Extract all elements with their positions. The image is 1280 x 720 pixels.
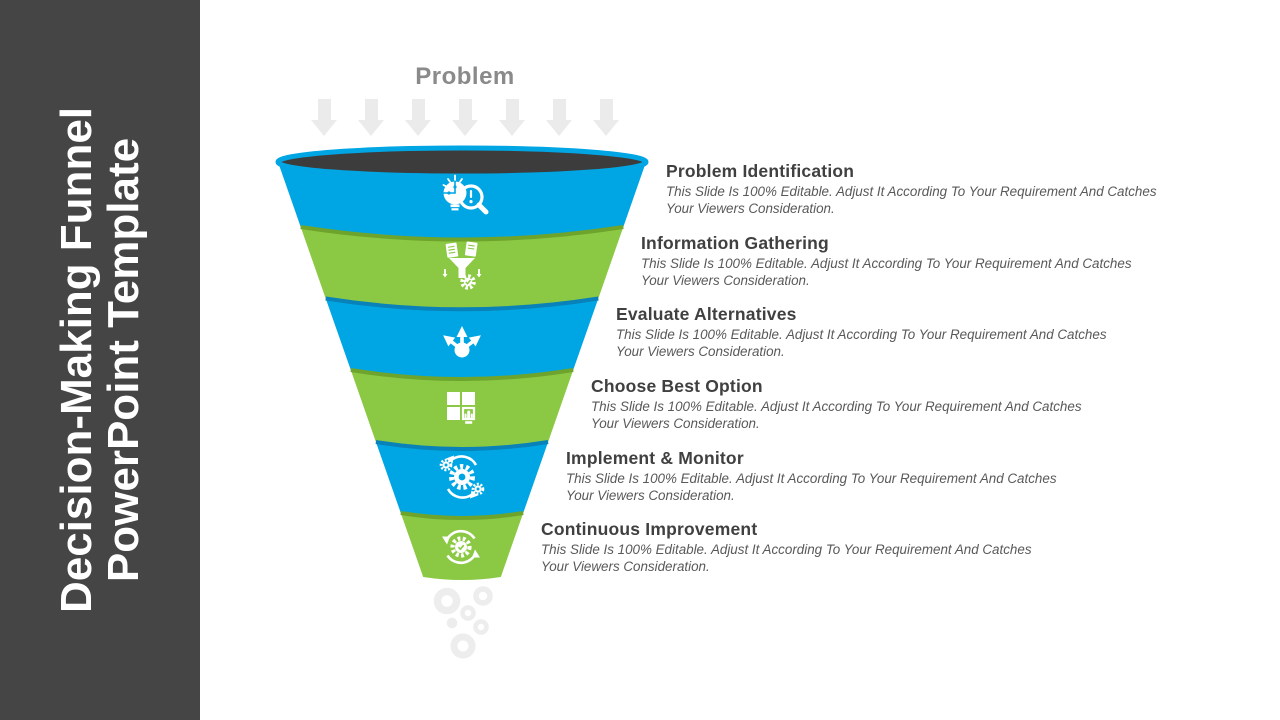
stage-text-4: Choose Best Option This Slide Is 100% Ed… [591, 376, 1106, 432]
segment-rim [375, 440, 549, 451]
bulb-magnifier-icon [442, 174, 489, 215]
stage-text-6: Continuous Improvement This Slide Is 100… [541, 519, 1056, 575]
stage-description: This Slide Is 100% Editable. Adjust It A… [591, 399, 1082, 431]
segment-rim [350, 368, 574, 381]
stage-text-1: Problem Identification This Slide Is 100… [666, 161, 1181, 217]
stage-title: Implement & Monitor [566, 448, 744, 468]
stage-title: Choose Best Option [591, 376, 763, 396]
funnel-mouth [275, 145, 649, 179]
branch-arrows-icon [443, 326, 481, 358]
funnel-input-label: Problem [415, 63, 515, 90]
grid-select-icon [447, 392, 476, 424]
segment-rim [400, 511, 524, 520]
funnel-drip-bubbles [433, 586, 493, 659]
data-funnel-gear-icon [442, 241, 482, 290]
stage-title: Problem Identification [666, 161, 855, 181]
down-arrow-icon [405, 99, 431, 136]
stage-title: Evaluate Alternatives [616, 304, 797, 324]
down-arrow-icon [311, 99, 337, 136]
stage-description: This Slide Is 100% Editable. Adjust It A… [616, 327, 1107, 359]
stage-description: This Slide Is 100% Editable. Adjust It A… [666, 184, 1157, 216]
stage-description: This Slide Is 100% Editable. Adjust It A… [566, 471, 1057, 503]
segment-rim [325, 296, 599, 312]
gear-cycle-icon [442, 529, 480, 565]
funnel-diagram [275, 145, 649, 659]
stage-text-2: Information Gathering This Slide Is 100%… [641, 233, 1156, 289]
stage-title: Continuous Improvement [541, 519, 758, 539]
down-arrow-icon [452, 99, 478, 136]
stage-text-5: Implement & Monitor This Slide Is 100% E… [566, 448, 1081, 504]
gears-sync-icon [439, 455, 485, 499]
down-arrow-icon [546, 99, 572, 136]
down-arrow-icon [499, 99, 525, 136]
segment-rim [300, 225, 624, 242]
stage-text-3: Evaluate Alternatives This Slide Is 100%… [616, 304, 1131, 360]
sidebar: Decision-Making Funnel PowerPoint Templa… [0, 0, 200, 720]
slide-title-line1: Decision-Making Funnel [51, 106, 101, 614]
input-arrows-row [240, 99, 690, 136]
slide-title-line2: PowerPoint Template [99, 137, 148, 583]
slide-title: Decision-Making Funnel PowerPoint Templa… [51, 30, 148, 690]
stage-title: Information Gathering [641, 233, 829, 253]
stage-description: This Slide Is 100% Editable. Adjust It A… [541, 542, 1032, 574]
down-arrow-icon [358, 99, 384, 136]
stage-description: This Slide Is 100% Editable. Adjust It A… [641, 256, 1132, 288]
down-arrow-icon [593, 99, 619, 136]
